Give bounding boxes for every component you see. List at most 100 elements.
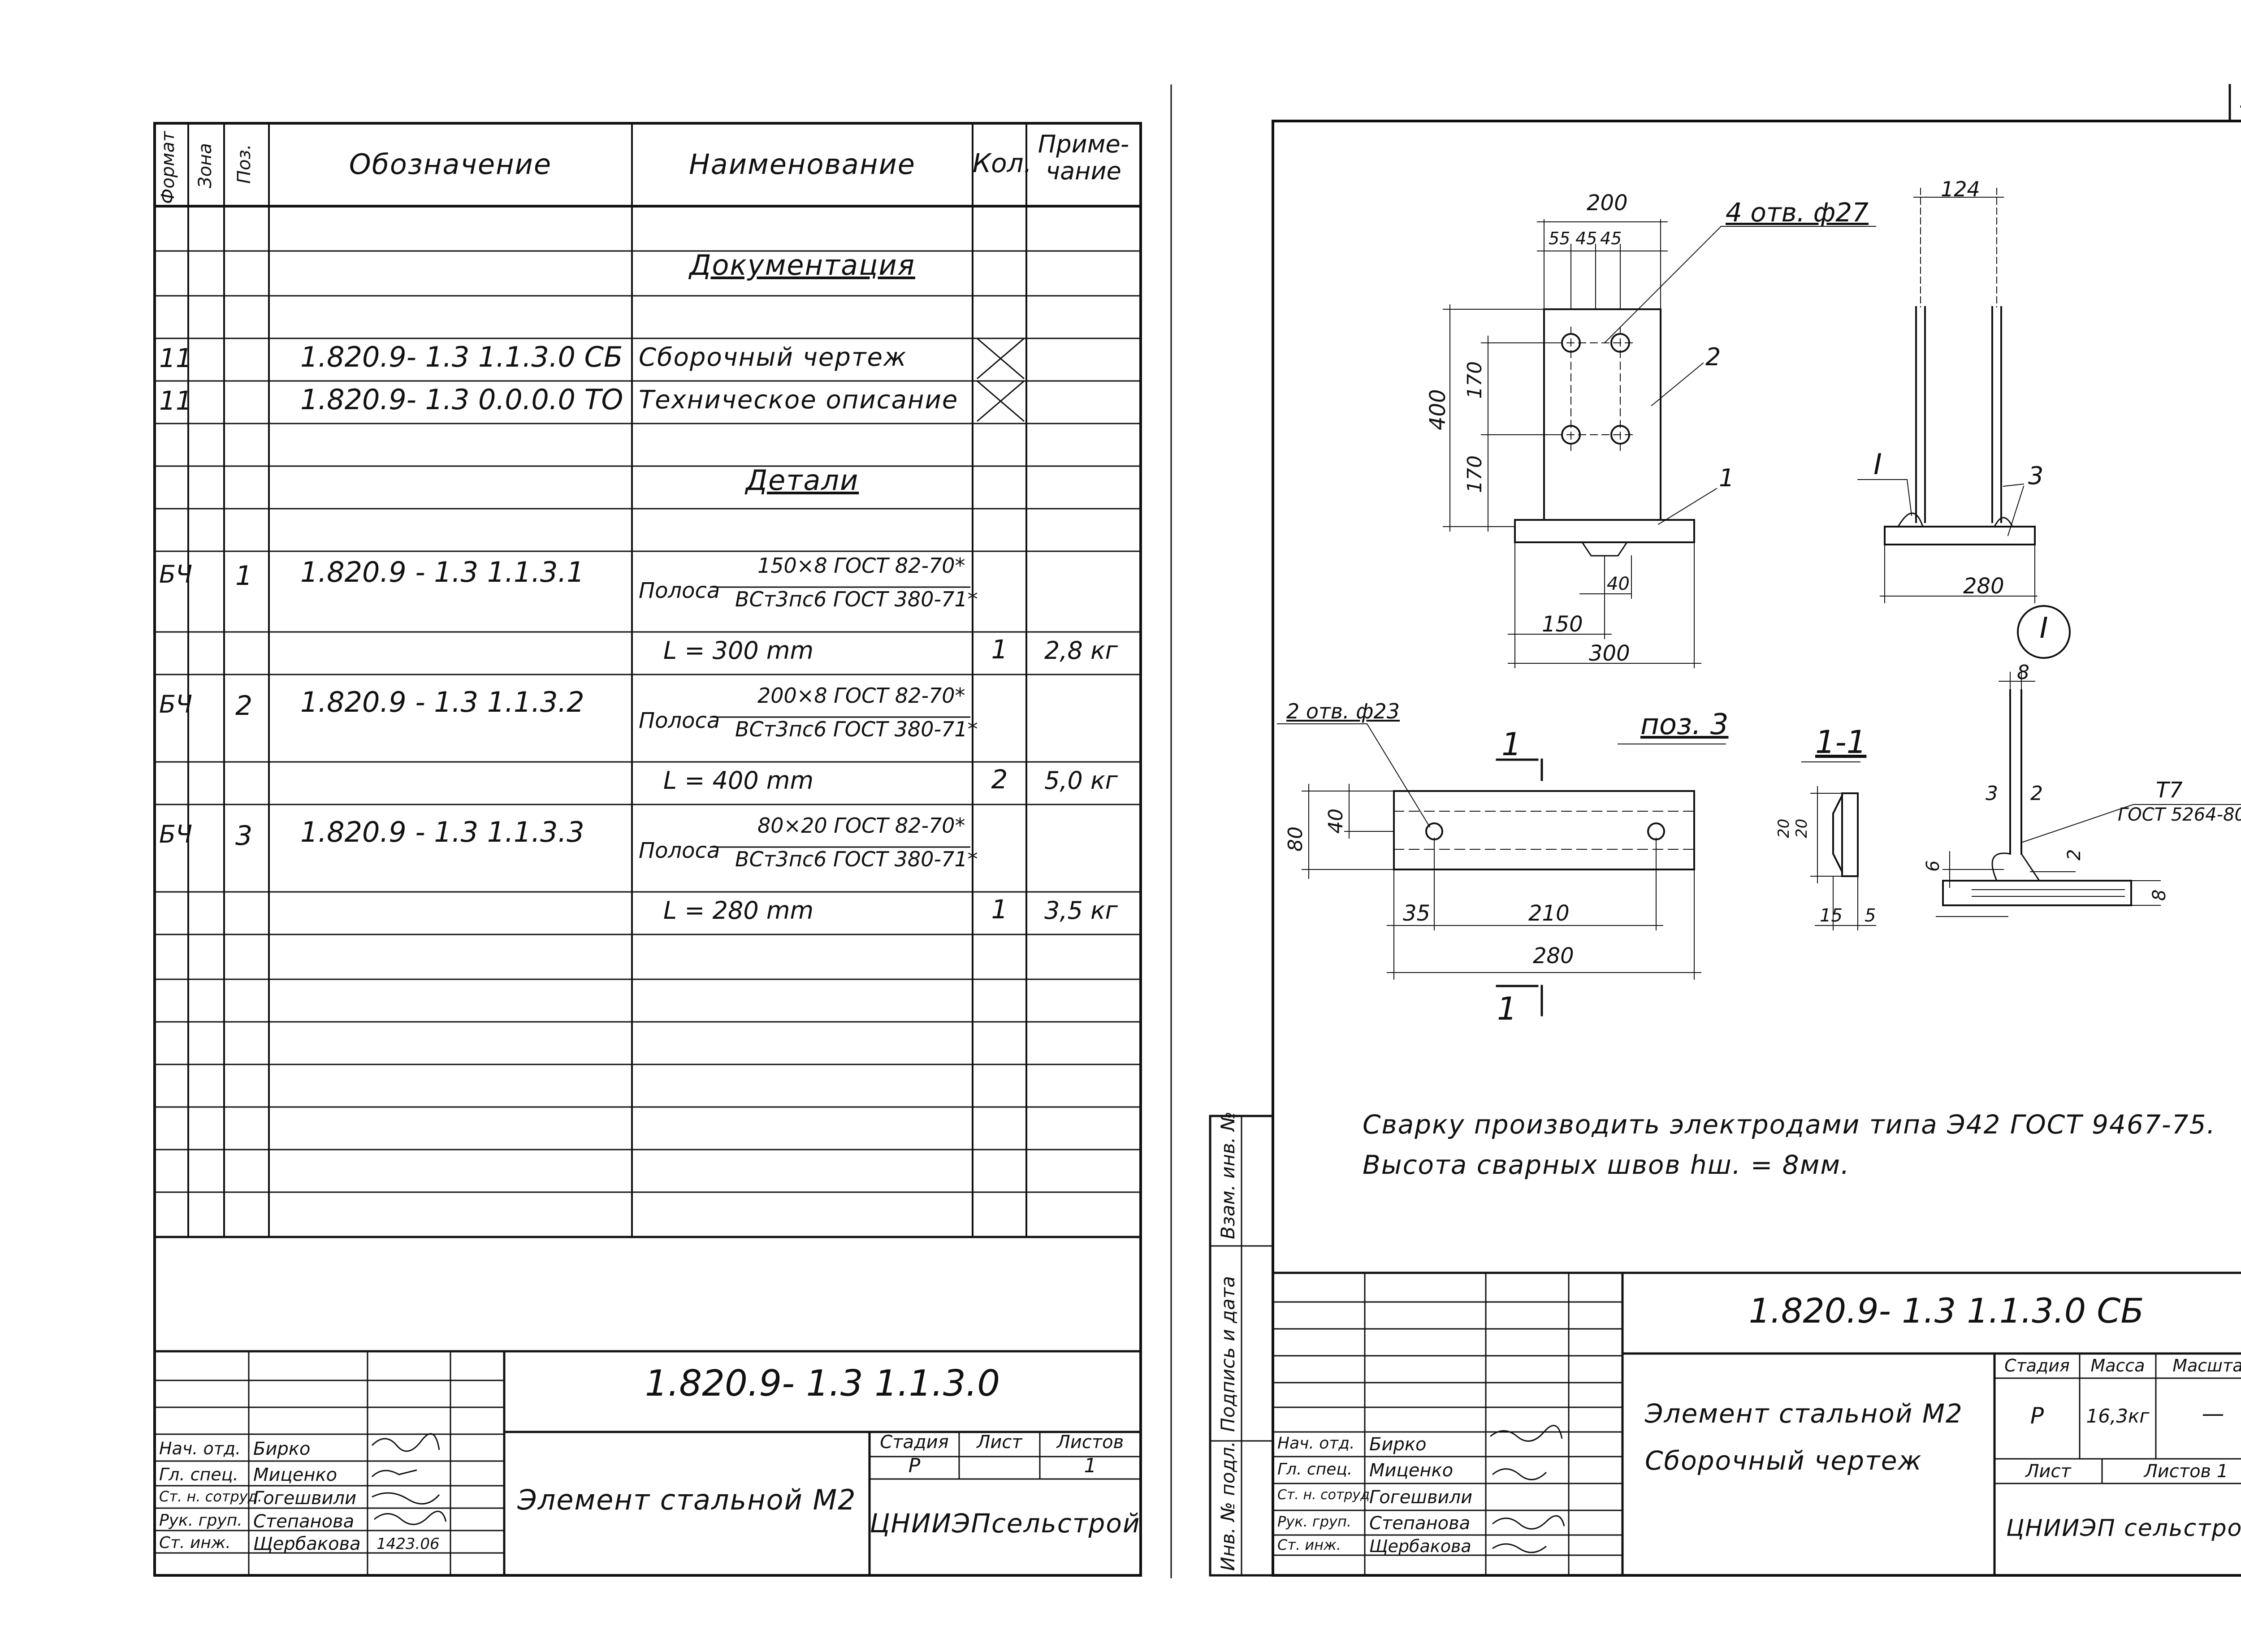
staff-role: Нач. отд. — [159, 1439, 241, 1458]
staff-role: Рук. груп. — [159, 1511, 242, 1530]
signature-mark — [1492, 1515, 1565, 1530]
signature-mark — [372, 1492, 440, 1505]
part-designation: 1.820.9 - 1.3 1.1.3.2 — [300, 686, 584, 718]
right-org: ЦНИИЭП сельстрой — [2006, 1515, 2241, 1542]
right-title-1: Элемент стальной М2 — [1645, 1398, 1963, 1429]
staff-name: Гогешвили — [253, 1488, 357, 1509]
part-note: 3,5 кг — [1044, 896, 1118, 925]
staff-name: Степанова — [1369, 1513, 1471, 1534]
section-documentation: Документация — [689, 249, 915, 281]
signature-mark — [1492, 1468, 1547, 1480]
part-designation: 1.820.9 - 1.3 1.1.3.1 — [300, 556, 584, 588]
part-prefix: Полоса — [639, 708, 720, 733]
part-note: 5,0 кг — [1044, 766, 1118, 795]
left-stage-label: Стадия — [880, 1432, 949, 1453]
dim-20b: 20 — [1793, 818, 1811, 838]
part-format: БЧ — [159, 560, 193, 588]
dim-35: 35 — [1403, 901, 1431, 926]
doc-format: 11 — [159, 343, 192, 373]
dim-280b: 280 — [1533, 943, 1574, 969]
part-qty: 2 — [991, 764, 1008, 795]
signature-mark — [1492, 1543, 1547, 1553]
dim-40: 40 — [1607, 574, 1630, 594]
staff-role: Рук. груп. — [1277, 1513, 1352, 1530]
doc-format: 11 — [159, 385, 192, 416]
right-sheets-label: Листов 1 — [2144, 1461, 2228, 1482]
dim-45b: 45 — [1600, 229, 1622, 248]
dim-170b: 170 — [1463, 455, 1486, 493]
part-qty: 1 — [991, 894, 1008, 925]
section-parts: Детали — [745, 464, 859, 497]
staff-name: Бирко — [1369, 1434, 1427, 1455]
part-steel: ВСт3пс6 ГОСТ 380-71* — [735, 847, 978, 871]
dim-55: 55 — [1549, 229, 1570, 248]
cut-mark-bottom: 1 — [1497, 990, 1517, 1027]
dim-2a: 2 — [2030, 782, 2043, 805]
part-format: БЧ — [159, 690, 193, 718]
dim-8b: 8 — [2149, 889, 2170, 901]
dim-200: 200 — [1587, 190, 1628, 216]
right-stage: Р — [2030, 1403, 2044, 1429]
leader-3: 3 — [2028, 462, 2044, 490]
view-mark-circle: I — [2039, 612, 2048, 645]
right-sheet-label: Лист — [2025, 1461, 2071, 1482]
header-designation: Обозначение — [349, 148, 552, 181]
welding-note-2: Высота сварных швов hш. = 8мм. — [1363, 1150, 1850, 1180]
dim-210: 210 — [1528, 901, 1570, 926]
part-pos: 2 — [235, 690, 253, 722]
staff-role: Нач. отд. — [1277, 1434, 1355, 1453]
dim-300: 300 — [1589, 641, 1630, 666]
left-org: ЦНИИЭПсельстрой — [870, 1508, 1141, 1539]
part-pos: 3 — [235, 820, 253, 852]
right-title-2: Сборочный чертеж — [1645, 1445, 1922, 1476]
weld-std: ГОСТ 5264-80 — [2118, 804, 2241, 825]
doc-name: Сборочный чертеж — [639, 343, 907, 372]
part-profile: 200×8 ГОСТ 82-70* — [757, 683, 965, 708]
right-doc-code: 1.820.9- 1.3 1.1.3.0 СБ — [1748, 1291, 2144, 1331]
doc-name: Техническое описание — [639, 385, 959, 415]
dim-8a: 8 — [2017, 661, 2029, 684]
part-length: L = 400 mm — [663, 766, 814, 795]
staff-name: Щербакова — [253, 1534, 361, 1554]
part-steel: ВСт3пс6 ГОСТ 380-71* — [735, 717, 978, 741]
doc-designation: 1.820.9- 1.3 1.1.3.0 СБ — [300, 341, 623, 373]
staff-name: Бирко — [253, 1439, 311, 1459]
right-stage-label: Стадия — [2004, 1356, 2070, 1375]
part-prefix: Полоса — [639, 578, 720, 603]
right-scale-label: Масштаб — [2172, 1356, 2241, 1375]
header-name: Наименование — [689, 148, 916, 181]
staff-role: Ст. инж. — [1277, 1536, 1341, 1553]
part-pos: 1 — [235, 560, 253, 592]
staff-role: Ст. инж. — [159, 1534, 231, 1552]
part-length: L = 280 mm — [663, 896, 814, 925]
left-sheet-label: Лист — [977, 1432, 1022, 1453]
dim-400: 400 — [1425, 389, 1450, 430]
staff-role: Ст. н. сотруд. — [159, 1488, 262, 1505]
part-steel: ВСт3пс6 ГОСТ 380-71* — [735, 587, 978, 611]
right-mass: 16,3кг — [2086, 1405, 2150, 1427]
left-sheets-label: Листов — [1056, 1432, 1124, 1453]
cut-mark-top: 1 — [1501, 726, 1522, 763]
left-stage: Р — [908, 1454, 921, 1477]
header-note-1: Приме- — [1038, 130, 1129, 158]
part-format: БЧ — [159, 820, 193, 848]
right-mass-label: Масса — [2090, 1356, 2145, 1375]
part-note: 2,8 кг — [1044, 636, 1118, 665]
staff-role: Ст. н. сотруд. — [1277, 1487, 1374, 1503]
section-label: 1-1 — [1815, 724, 1867, 761]
signature-mark — [374, 1510, 447, 1525]
part-designation: 1.820.9 - 1.3 1.1.3.3 — [300, 816, 584, 848]
signature-mark — [371, 1469, 417, 1478]
leader-2: 2 — [1705, 343, 1721, 371]
dim-20a: 20 — [1775, 818, 1793, 838]
left-sheets: 1 — [1084, 1454, 1097, 1477]
part-profile: 150×8 ГОСТ 82-70* — [757, 554, 965, 578]
sheet-number: 14 — [2239, 83, 2241, 114]
dim-2b: 2 — [2064, 849, 2085, 861]
leader-1: 1 — [1719, 464, 1735, 492]
welding-note-1: Сварку производить электродами типа Э42 … — [1363, 1109, 2216, 1140]
part-profile: 80×20 ГОСТ 82-70* — [757, 813, 965, 838]
